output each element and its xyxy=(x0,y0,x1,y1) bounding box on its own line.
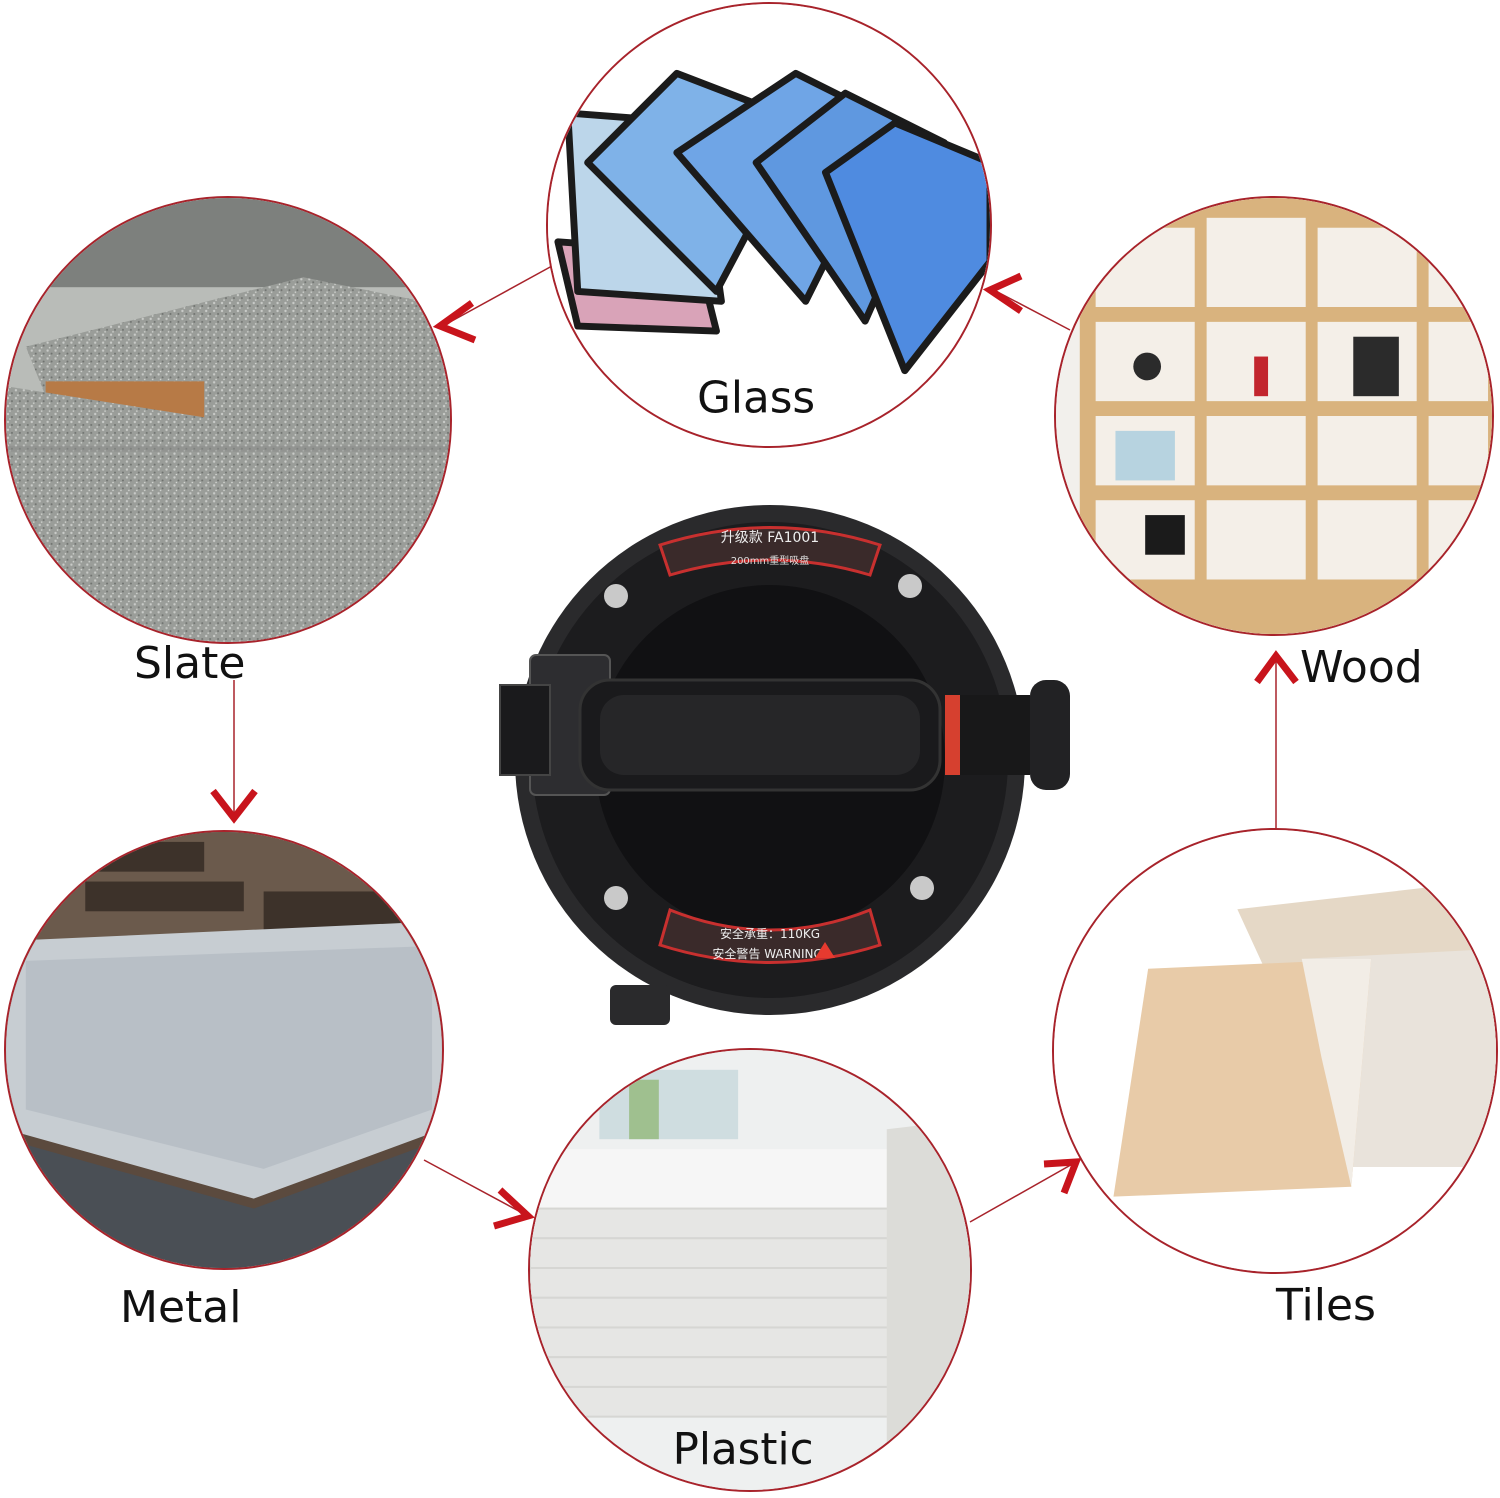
connector-glass-slate xyxy=(449,265,553,323)
warning-triangle-icon xyxy=(815,942,835,958)
wood-label: Wood xyxy=(1300,642,1423,693)
metal-label: Metal xyxy=(120,1282,242,1333)
arrow-head-icon xyxy=(493,1187,535,1230)
wood-material-image xyxy=(1054,196,1494,636)
plastic-material-image: Plastic xyxy=(528,1048,972,1492)
suction-cup-product-image: 升级款 FA1001 200mm重型吸盘 安全承重：110KG 安全警告 WAR… xyxy=(499,505,1070,1025)
tiles-label: Tiles xyxy=(1276,1280,1376,1331)
warning-text: 安全警告 WARNING! xyxy=(712,946,827,961)
arrow-head-icon xyxy=(432,300,477,344)
load-text: 安全承重：110KG xyxy=(720,926,820,941)
arrow-head-icon xyxy=(982,272,1023,314)
arrow-head-icon xyxy=(1043,1158,1082,1195)
glass-material-image: Glass xyxy=(546,2,992,448)
metal-material-image xyxy=(4,830,444,1270)
tiles-material-image xyxy=(1052,828,1498,1274)
arrow-head-icon xyxy=(210,788,258,824)
size-text: 200mm重型吸盘 xyxy=(731,554,810,567)
arrow-head-icon xyxy=(1254,650,1299,685)
model-text: 升级款 FA1001 xyxy=(721,530,819,546)
connector-metal-plastic xyxy=(423,1159,529,1217)
connector-plastic-tiles xyxy=(969,1161,1077,1223)
plastic-label: Plastic xyxy=(673,1425,814,1475)
glass-label: Glass xyxy=(697,373,815,423)
slate-label: Slate xyxy=(134,638,246,689)
slate-material-image xyxy=(4,196,452,644)
